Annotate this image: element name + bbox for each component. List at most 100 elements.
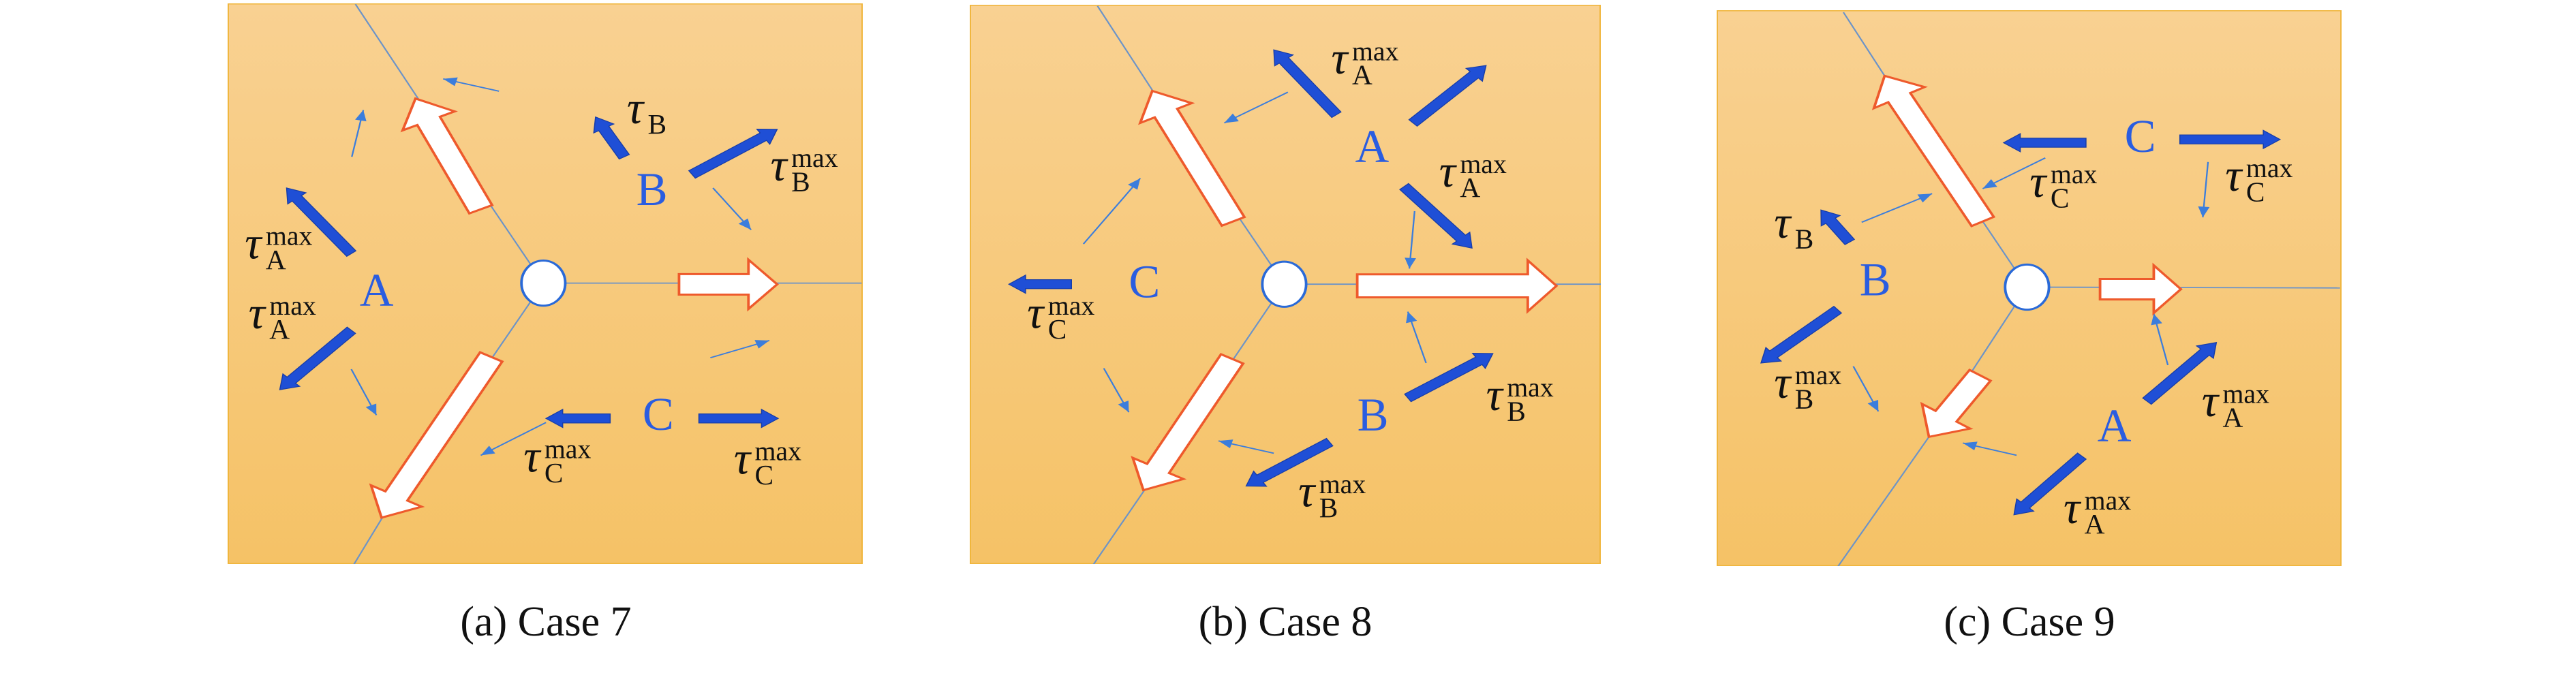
- superscript-max: max: [266, 221, 313, 251]
- subscript-grain: B: [1795, 223, 1814, 255]
- grain-label: C: [2125, 110, 2156, 162]
- superscript-max: max: [269, 291, 316, 321]
- tau-symbol: τ: [1298, 466, 1317, 517]
- shear-stress-arrow-icon: [1008, 274, 1072, 294]
- subscript-grain: B: [1507, 395, 1526, 426]
- superscript-max: max: [1319, 469, 1366, 499]
- superscript-max: max: [791, 143, 838, 173]
- shear-stress-arrow-icon: [1399, 183, 1473, 249]
- shear-stress-arrow-icon: [1273, 49, 1342, 119]
- tau-symbol: τ: [2202, 375, 2220, 426]
- grain-label: A: [1355, 121, 1390, 172]
- flow-arrowhead-icon: [1917, 193, 1933, 203]
- superscript-max: max: [545, 435, 592, 465]
- grain-label: B: [1358, 389, 1389, 441]
- subscript-grain: C: [2051, 182, 2070, 213]
- shear-stress-arrow-icon: [545, 408, 611, 428]
- tau-symbol: τ: [1027, 287, 1045, 339]
- flow-arrowhead-icon: [365, 403, 377, 416]
- subscript-grain: A: [2085, 508, 2105, 540]
- superscript-max: max: [2246, 153, 2293, 183]
- flow-arrowhead-icon: [2198, 206, 2210, 218]
- shear-stress-arrow-icon: [2142, 342, 2218, 405]
- boundary-migration-arrow-icon: [400, 97, 494, 215]
- tau-symbol: τ: [627, 82, 645, 134]
- subscript-grain: A: [1352, 59, 1373, 91]
- flow-arrowhead-icon: [1118, 401, 1129, 413]
- boundary-migration-arrow-icon: [1871, 74, 1996, 228]
- superscript-max: max: [754, 437, 801, 467]
- tau-symbol: τ: [245, 218, 263, 269]
- flow-arrowhead-icon: [1405, 257, 1416, 269]
- subscript-grain: B: [647, 108, 666, 140]
- grain-label: C: [643, 388, 674, 440]
- grain-label: A: [2098, 399, 2132, 451]
- superscript-max: max: [1795, 360, 1842, 390]
- triple-junction-icon: [520, 259, 567, 307]
- flow-arrowhead-icon: [1867, 399, 1879, 411]
- shear-stress-arrow-icon: [286, 187, 357, 257]
- tau-symbol: τ: [1774, 357, 1792, 408]
- boundary-migration-arrow-icon: [1131, 352, 1245, 492]
- superscript-max: max: [1507, 373, 1554, 403]
- subscript-grain: C: [545, 457, 564, 488]
- subscript-grain: B: [1795, 383, 1814, 414]
- shear-stress-arrow-icon: [1245, 437, 1334, 487]
- triple-junction-icon: [2004, 263, 2051, 311]
- subscript-grain: A: [266, 244, 286, 275]
- boundary-migration-arrow-icon: [1355, 257, 1559, 314]
- subscript-grain: A: [1460, 172, 1480, 203]
- tau-symbol: τ: [523, 431, 542, 482]
- flow-arrowhead-icon: [1982, 179, 1997, 189]
- grain-label: A: [360, 264, 394, 316]
- flow-arrow-line: [1082, 178, 1141, 245]
- shear-stress-arrow-icon: [2179, 129, 2282, 150]
- boundary-migration-arrow-icon: [369, 351, 504, 519]
- shear-stress-arrow-icon: [1408, 65, 1487, 127]
- tau-symbol: τ: [770, 140, 788, 191]
- grain-label: C: [1129, 255, 1160, 307]
- subscript-grain: B: [791, 166, 810, 197]
- flow-arrowhead-icon: [443, 77, 458, 87]
- shear-stress-arrow-icon: [2013, 452, 2087, 516]
- tau-symbol: τ: [249, 287, 267, 339]
- tau-symbol: τ: [1331, 33, 1349, 84]
- tau-symbol: τ: [1439, 146, 1458, 197]
- superscript-max: max: [1460, 149, 1507, 179]
- superscript-max: max: [1352, 36, 1399, 66]
- flow-arrowhead-icon: [480, 445, 495, 456]
- tau-symbol: τ: [2225, 150, 2243, 201]
- tau-symbol: τ: [734, 433, 752, 484]
- flow-arrowhead-icon: [754, 340, 769, 349]
- flow-arrowhead-icon: [1218, 439, 1233, 448]
- triple-junction-icon: [1261, 260, 1308, 308]
- flow-arrowhead-icon: [1224, 113, 1239, 123]
- flow-arrowhead-icon: [1963, 441, 1978, 451]
- superscript-max: max: [1048, 291, 1095, 321]
- grain-label: B: [1860, 254, 1891, 306]
- subscript-grain: B: [1319, 492, 1338, 523]
- superscript-max: max: [2222, 379, 2269, 409]
- shear-stress-arrow-icon: [593, 116, 630, 160]
- caption-panel-3: (c) Case 9: [1944, 599, 2115, 645]
- tau-symbol: τ: [1486, 369, 1505, 420]
- boundary-migration-arrow-icon: [2098, 262, 2183, 316]
- shear-stress-arrow-icon: [688, 129, 778, 179]
- subscript-grain: C: [2246, 176, 2265, 207]
- caption-panel-2: (b) Case 8: [1198, 599, 1373, 645]
- tau-symbol: τ: [1774, 197, 1792, 248]
